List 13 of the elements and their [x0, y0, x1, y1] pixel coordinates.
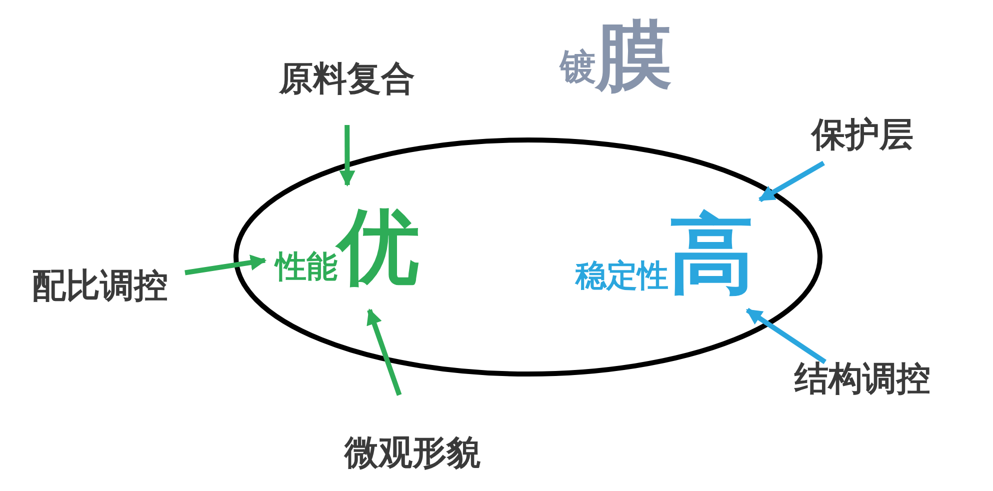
arrow — [184, 254, 267, 276]
arrow — [758, 160, 825, 202]
outcome-label: 稳定性高 — [565, 200, 765, 310]
factor-label: 结构调控 — [794, 362, 930, 396]
factor-label: 保护层 — [812, 118, 914, 152]
arrow — [746, 308, 826, 364]
outcome-label: 性能优 — [265, 185, 430, 310]
arrow — [339, 125, 356, 187]
factor-label: 微观形貌 — [344, 436, 480, 470]
factor-label: 原料复合 — [279, 62, 415, 96]
diagram-title: 镀膜 — [560, 18, 672, 94]
arrow — [366, 308, 402, 396]
factor-label: 配比调控 — [32, 269, 168, 303]
